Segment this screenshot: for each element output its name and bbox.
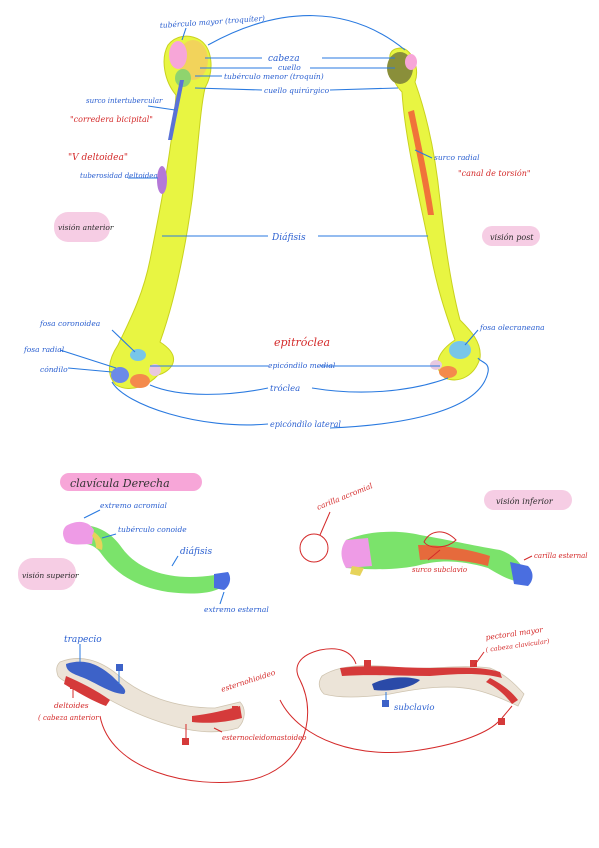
label-epicondilo-medial: epicóndilo medial <box>268 361 336 370</box>
label-carilla-esternal: carilla esternal <box>534 552 588 560</box>
humerus-section: tubérculo mayor (troquíter) cabeza cuell… <box>23 14 545 429</box>
clavicle-muscles-superior-leaders <box>72 644 501 783</box>
humerus-posterior-epicondyle <box>430 360 442 370</box>
humerus-olecranon-fossa <box>449 341 471 359</box>
label-canal-torsion: "canal de torsión" <box>458 169 531 178</box>
clavicle-subclavian-groove <box>418 545 490 566</box>
label-troclea: tróclea <box>270 383 300 394</box>
marker-esternocleido <box>182 738 189 745</box>
pill-vision-anterior <box>54 212 110 242</box>
label-esternocleido: esternocleidomastoideo <box>222 734 307 742</box>
humerus-lesser-tubercle-patch <box>175 69 191 87</box>
clavicle-acromial-facet-patch <box>341 538 372 568</box>
clavicle-inferior-view <box>341 531 533 586</box>
marker-pectoral-b <box>498 718 505 725</box>
clavicle-superior-leaders <box>83 509 225 605</box>
label-cuello: cuello <box>278 63 301 72</box>
humerus-anterior-view <box>109 35 212 389</box>
label-fosa-olecraneana: fosa olecraneana <box>479 323 545 332</box>
clavicle-muscles-inferior-leaders <box>385 651 513 719</box>
humerus-deltoid-tuberosity <box>157 166 167 194</box>
label-epicondilo-lateral: epicóndilo lateral <box>270 420 341 429</box>
muscle-pectoral-area <box>340 666 502 678</box>
humerus-leader-lines <box>59 15 489 429</box>
marker-subclavio <box>382 700 389 707</box>
label-vision-anterior: visión anterior <box>58 223 114 232</box>
humerus-trochlea <box>130 374 150 388</box>
label-diafisis: Diáfisis <box>271 232 306 243</box>
label-corredera-bicipital: "corredera bicipital" <box>70 115 153 124</box>
muscle-trapecio-area <box>66 661 126 694</box>
muscle-pectoral-area-b <box>486 678 518 704</box>
pill-vision-post <box>482 226 540 246</box>
humerus-intertubercular-groove <box>168 80 184 140</box>
clavicle-section: clavícula Derecha extremo acromial tubér… <box>18 473 588 614</box>
label-epitroclea: epitróclea <box>274 336 330 349</box>
muscle-insertions-section: trapecio deltoides ( cabeza anterior est… <box>38 625 550 783</box>
label-tuberculo-conoide: tubérculo conoide <box>118 525 187 534</box>
label-tuberculo-menor: tubérculo menor (troquín) <box>224 72 324 81</box>
humerus-coronoid-fossa <box>130 349 146 361</box>
marker-esternohioideo <box>232 706 238 712</box>
label-tuberculo-mayor: tubérculo mayor (troquíter) <box>160 14 266 30</box>
clavicle-inferior-leaders <box>299 511 533 563</box>
clavicle-superior-body <box>66 525 226 594</box>
label-fosa-radial: fosa radial <box>23 345 65 354</box>
humerus-posterior-trochlea <box>439 366 457 378</box>
clavicle-muscles-inferior <box>318 665 525 707</box>
label-diafisis-clavicula: diáfisis <box>180 546 213 557</box>
clavicle-sternal-facet-patch <box>510 562 533 586</box>
humerus-posterior-tubercle <box>405 54 417 70</box>
label-carilla-acromial: carilla acromial <box>315 481 374 512</box>
label-fosa-coronoidea: fosa coronoidea <box>39 319 100 328</box>
muscle-esternocleido-area <box>192 706 242 723</box>
label-cuello-quirurgico: cuello quirúrgico <box>264 86 330 95</box>
marker-esternohioideo-inf <box>364 660 371 667</box>
humerus-posterior-view <box>387 47 481 381</box>
humerus-radial-groove <box>408 110 434 215</box>
clavicle-sternal-end-patch <box>214 572 231 590</box>
humerus-greater-tubercle-patch <box>169 41 187 69</box>
clavicle-muscles-superior-markers <box>70 664 238 745</box>
clavicle-superior-labels: extremo acromial tubérculo conoide diáfi… <box>18 501 269 614</box>
clavicula-title: clavícula Derecha <box>70 477 170 490</box>
pill-clavicula-title <box>60 473 202 491</box>
humerus-medial-epicondyle <box>149 364 161 376</box>
clavicle-inferior-tubercle <box>350 566 364 576</box>
label-deltoides-sub: ( cabeza anterior <box>38 714 99 722</box>
label-subclavio: subclavio <box>394 703 434 713</box>
label-trapecio: trapecio <box>64 635 102 645</box>
label-surco-subclavio: surco subclavio <box>412 566 467 574</box>
label-cabeza: cabeza <box>268 54 300 64</box>
label-vision-superior: visión superior <box>22 571 79 580</box>
humerus-posterior-shaft <box>389 47 481 381</box>
clavicle-acromial-end-patch <box>63 521 94 545</box>
pill-vision-superior <box>18 558 76 590</box>
label-surco-radial: surco radial <box>434 153 480 162</box>
marker-trapecio <box>116 664 123 671</box>
label-tuberosidad-deltoidea: tuberosidad deltoidea <box>80 172 158 180</box>
label-vision-inferior: visión inferior <box>496 497 554 506</box>
label-vision-post: visión post <box>490 233 534 242</box>
label-v-deltoidea: "V deltoidea" <box>68 153 128 163</box>
humerus-capitulum <box>111 367 129 383</box>
muscle-subclavio-area <box>372 677 420 691</box>
humerus-labels: tubérculo mayor (troquíter) cabeza cuell… <box>23 14 545 429</box>
clavicle-muscles-inferior-markers <box>364 660 505 725</box>
label-surco-intertubercular: surco intertubercular <box>86 97 163 105</box>
label-deltoides: deltoides <box>54 701 89 710</box>
marker-pectoral <box>470 660 477 667</box>
humerus-anterior-shaft <box>109 35 212 389</box>
marker-deltoides <box>70 682 77 689</box>
clavicle-conoid-tubercle <box>92 532 103 550</box>
label-extremo-acromial: extremo acromial <box>100 501 167 510</box>
clavicle-superior-view <box>63 521 231 594</box>
label-esternohioideo: esternohioideo <box>220 668 277 694</box>
label-condilo: cóndilo <box>40 365 68 374</box>
label-extremo-esternal: extremo esternal <box>204 605 269 614</box>
pill-vision-inferior <box>484 490 572 510</box>
